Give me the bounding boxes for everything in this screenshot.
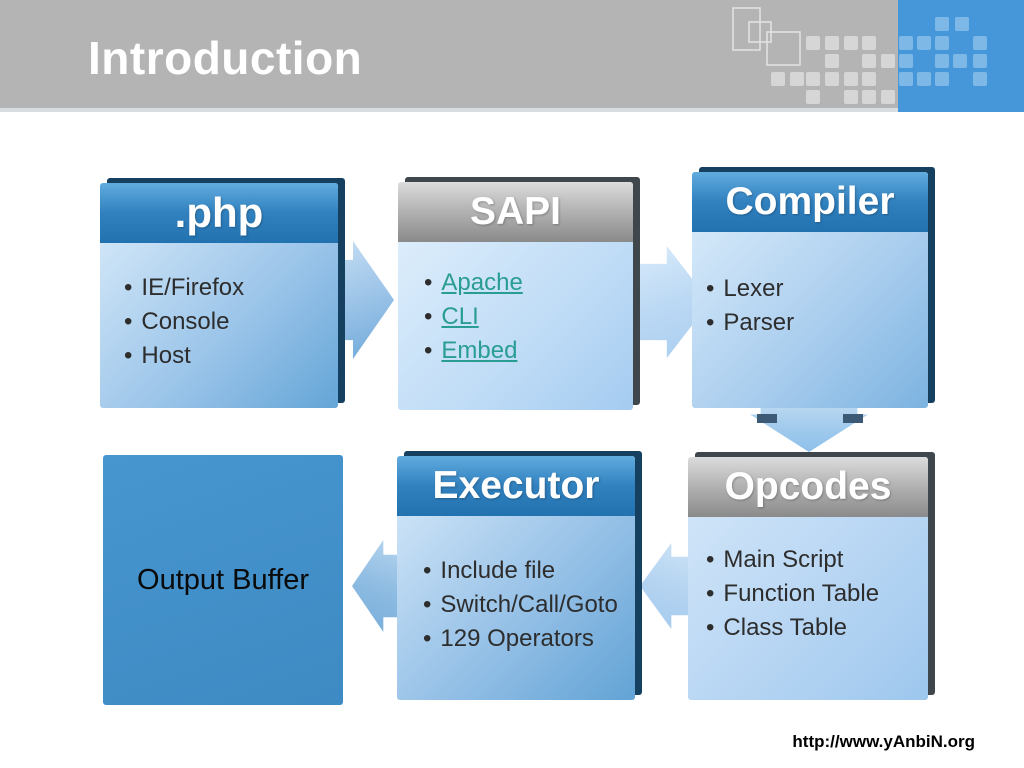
box-php: .php IE/Firefox Console Host xyxy=(100,183,338,408)
list-item: Class Table xyxy=(706,611,928,645)
list-item: 129 Operators xyxy=(423,622,635,656)
list-item: Console xyxy=(124,305,338,339)
list-item: Include file xyxy=(423,554,635,588)
box-sapi-list: Apache CLI Embed xyxy=(398,242,633,410)
box-opcodes-header: Opcodes xyxy=(688,457,928,517)
list-item: Host xyxy=(124,339,338,373)
list-item: IE/Firefox xyxy=(124,271,338,305)
box-executor: Executor Include file Switch/Call/Goto 1… xyxy=(397,456,635,700)
box-compiler-list: Lexer Parser xyxy=(692,232,928,408)
box-php-title: .php xyxy=(174,189,264,236)
arrow-shoulder-shade-icon xyxy=(843,414,863,423)
slide-title: Introduction xyxy=(88,32,363,84)
box-executor-header: Executor xyxy=(397,456,635,516)
embed-link[interactable]: Embed xyxy=(441,337,518,364)
box-opcodes: Opcodes Main Script Function Table Class… xyxy=(688,457,928,700)
apache-link[interactable]: Apache xyxy=(441,269,523,296)
footer-url: http://www.yAnbiN.org xyxy=(792,732,975,751)
list-item: Main Script xyxy=(706,543,928,577)
cli-link[interactable]: CLI xyxy=(441,303,479,330)
box-output-buffer-title: Output Buffer xyxy=(137,563,309,596)
list-item: Parser xyxy=(706,306,928,340)
box-sapi: SAPI Apache CLI Embed xyxy=(398,182,633,410)
box-compiler-header: Compiler xyxy=(692,172,928,232)
box-sapi-header: SAPI xyxy=(398,182,633,242)
box-sapi-title: SAPI xyxy=(469,190,562,233)
box-executor-title: Executor xyxy=(432,464,600,507)
arrow-shoulder-shade-icon xyxy=(757,414,777,423)
box-output-buffer: Output Buffer xyxy=(103,455,343,705)
box-opcodes-title: Opcodes xyxy=(724,465,892,508)
list-item: Function Table xyxy=(706,577,928,611)
list-item: CLI xyxy=(424,300,633,334)
mosaic-decoration-icon xyxy=(732,7,987,104)
box-opcodes-list: Main Script Function Table Class Table xyxy=(688,517,928,700)
list-item: Apache xyxy=(424,266,633,300)
box-php-header: .php xyxy=(100,183,338,243)
box-compiler-title: Compiler xyxy=(725,180,895,223)
title-banner: Introduction xyxy=(0,0,1024,112)
list-item: Switch/Call/Goto xyxy=(423,588,635,622)
arrow-compiler-to-opcodes-icon xyxy=(750,404,868,452)
box-compiler: Compiler Lexer Parser xyxy=(692,172,928,408)
box-executor-list: Include file Switch/Call/Goto 129 Operat… xyxy=(397,516,635,700)
list-item: Embed xyxy=(424,334,633,368)
list-item: Lexer xyxy=(706,272,928,306)
box-php-list: IE/Firefox Console Host xyxy=(100,243,338,408)
